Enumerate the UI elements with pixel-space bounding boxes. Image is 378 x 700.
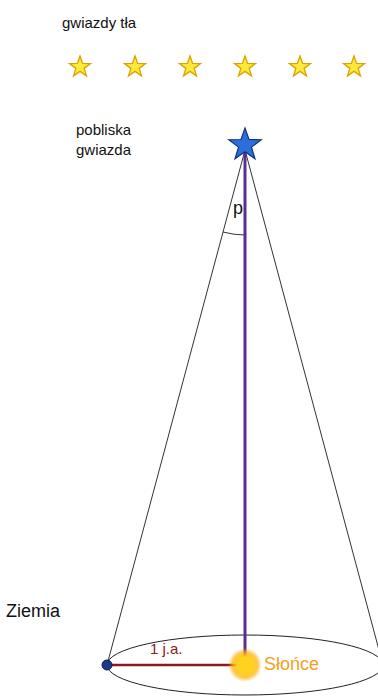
star-label: pobliska gwiazda [76, 120, 154, 159]
body-label: Ziemia [6, 600, 60, 623]
au-line [107, 664, 245, 667]
sun-core [237, 657, 253, 673]
distance-line [244, 152, 247, 665]
angle-arc [223, 232, 245, 235]
body-label: Słońce [264, 653, 319, 676]
distance-label: 1 j.a. [150, 639, 183, 659]
cone-line [107, 150, 245, 665]
background-star [290, 56, 311, 76]
nearby-star [229, 128, 261, 159]
angle-label: p [233, 197, 243, 220]
background-stars [70, 56, 365, 76]
earth-orbit [107, 635, 378, 695]
earth-dot [102, 660, 112, 670]
background-star [125, 56, 146, 76]
background-star [180, 56, 201, 76]
sun [228, 648, 262, 682]
cone-line [245, 150, 378, 665]
group-label: gwiazdy tła [62, 13, 136, 33]
background-star [235, 56, 256, 76]
background-star [344, 56, 365, 76]
background-star [70, 56, 91, 76]
